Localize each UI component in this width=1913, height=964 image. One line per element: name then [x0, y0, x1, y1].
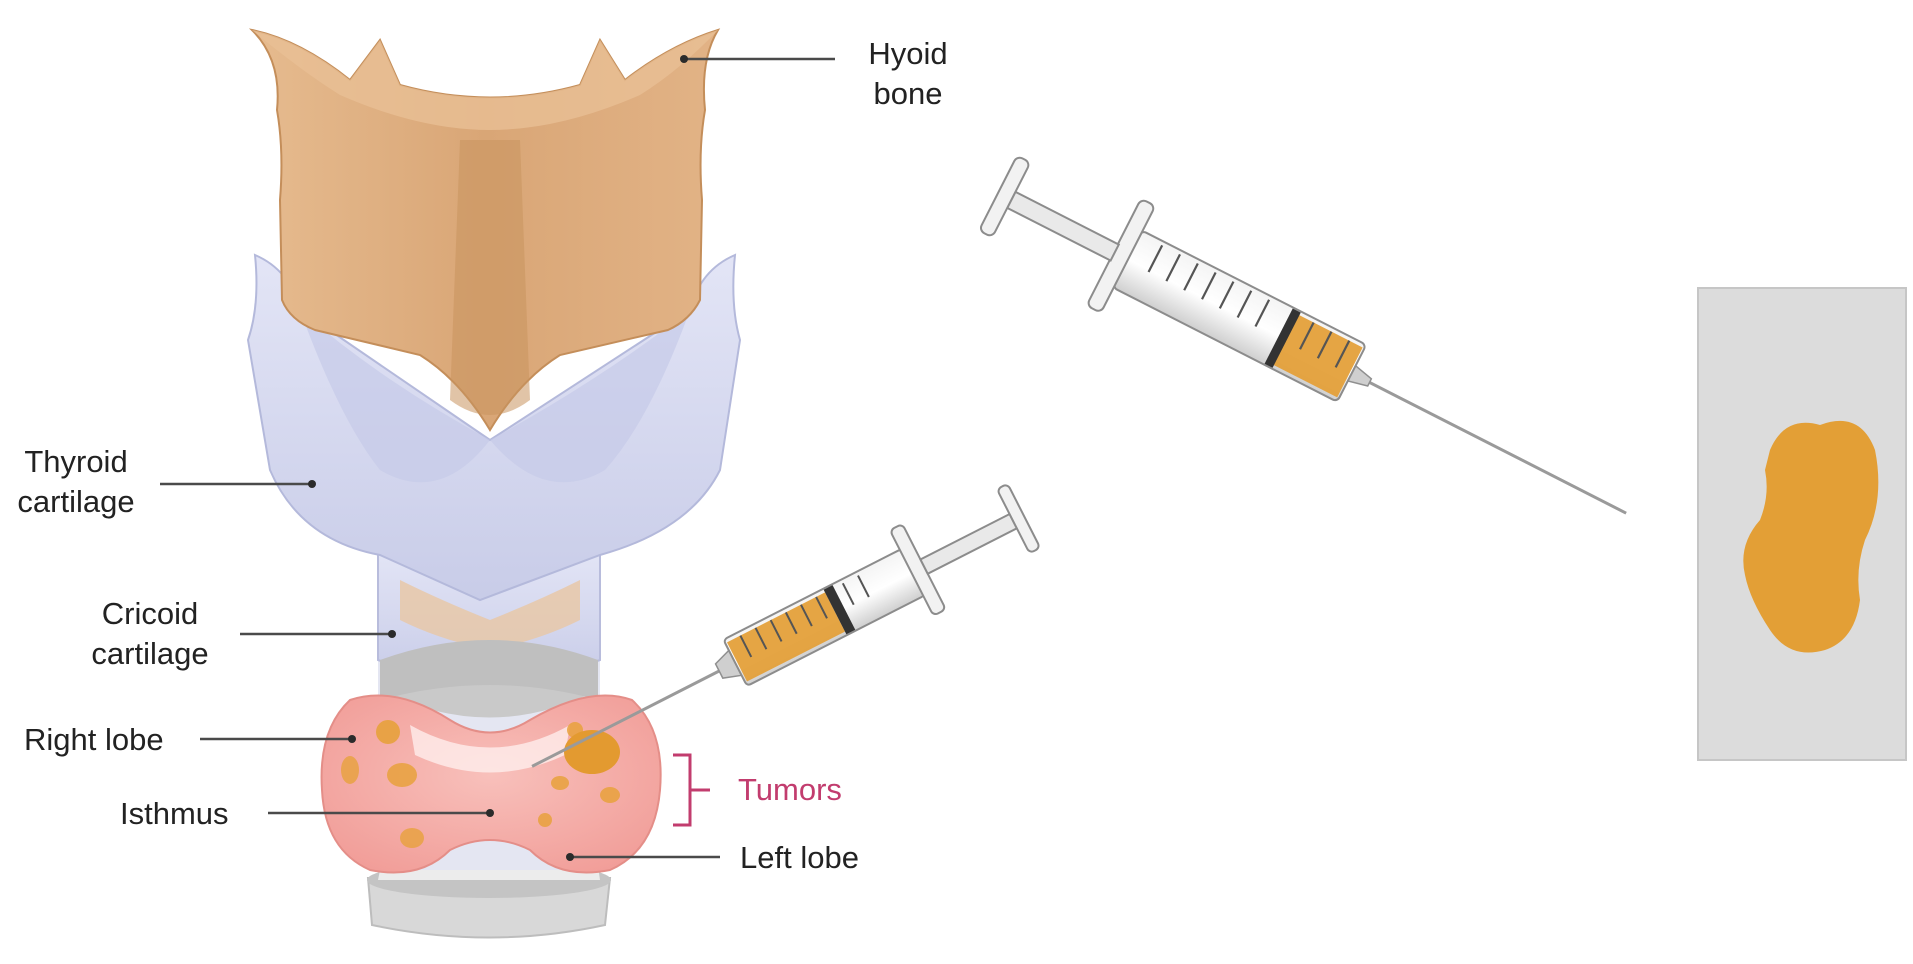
left-lobe-label: Left lobe	[740, 840, 859, 875]
right-lobe-label: Right lobe	[24, 722, 164, 757]
tumors-label: Tumors	[738, 772, 842, 807]
hyoid-bone	[248, 28, 721, 432]
syringe-icon	[531, 484, 1040, 768]
tumors-bracket	[673, 753, 710, 827]
isthmus-label: Isthmus	[120, 796, 229, 831]
leader-lines	[160, 55, 835, 861]
hyoid-bone-label-line2: bone	[874, 76, 943, 111]
microscope-slide-icon	[1697, 287, 1907, 761]
larynx-illustration	[246, 28, 742, 939]
thyroid-cartilage-label-line1: Thyroid	[24, 444, 127, 479]
tumor-spots	[341, 720, 620, 848]
thyroid-cartilage-label-line2: cartilage	[17, 484, 134, 519]
cricoid-cartilage	[377, 549, 601, 700]
cricoid-cartilage-label-line2: cartilage	[91, 636, 208, 671]
anatomy-labels: Hyoid bone Thyroid cartilage Cricoid car…	[17, 36, 947, 875]
aspirate-sample	[1743, 420, 1879, 653]
hyoid-bone-label-line1: Hyoid	[868, 36, 947, 71]
cricoid-cartilage-label-line1: Cricoid	[102, 596, 198, 631]
syringe-icon	[979, 156, 1627, 515]
